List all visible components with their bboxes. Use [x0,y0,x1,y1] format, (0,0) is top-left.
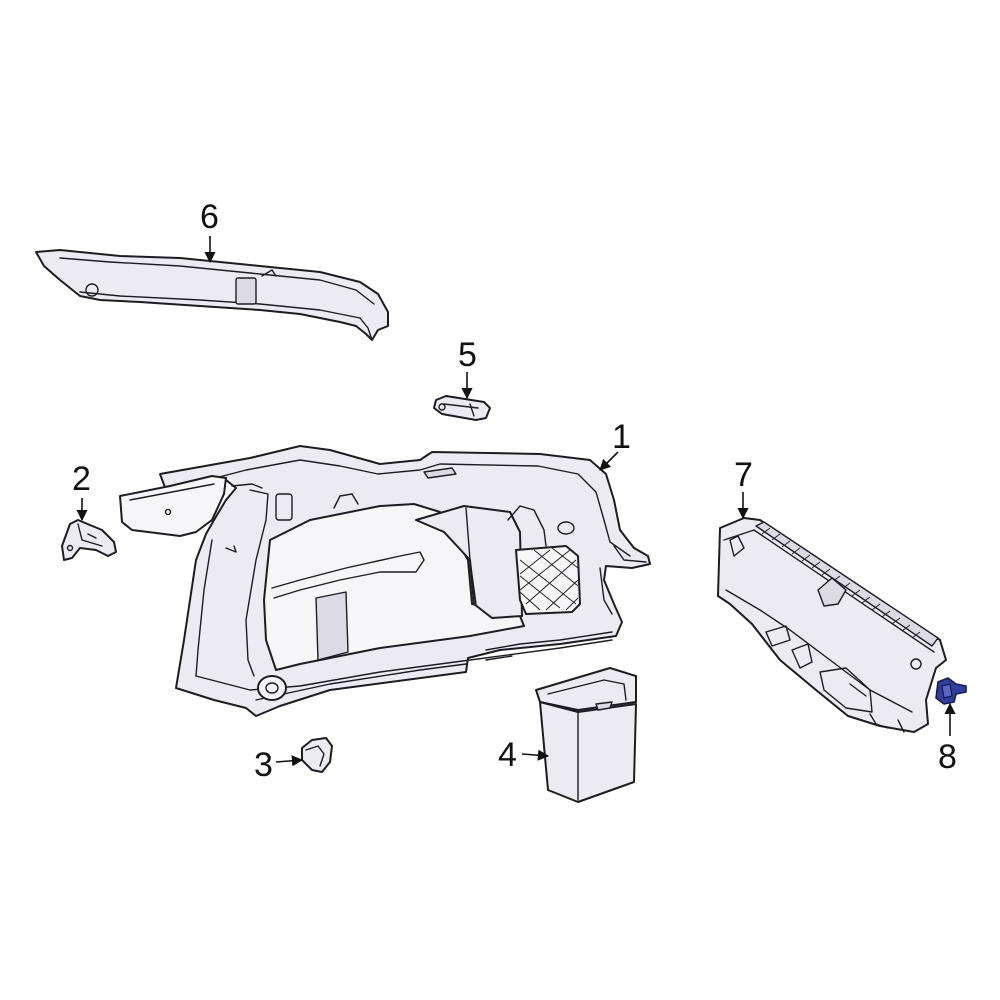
callout-3: 3 [254,746,304,784]
callout-6-label: 6 [200,198,219,236]
part-4-storage-bin[interactable] [535,667,637,803]
callout-2-label: 2 [72,460,91,498]
callout-2: 2 [72,460,91,522]
callout-8-label: 8 [938,738,957,776]
callout-4-label: 4 [498,736,517,774]
part-3-cap[interactable] [301,737,333,773]
callout-1: 1 [599,418,631,471]
callout-7: 7 [734,456,753,520]
part-5-clip[interactable] [433,395,491,421]
callout-7-label: 7 [734,456,753,494]
part-8-clip-highlighted[interactable] [935,677,967,705]
callout-8: 8 [938,702,957,776]
callout-5-label: 5 [458,336,477,374]
callout-1-label: 1 [612,418,631,456]
callout-3-label: 3 [254,746,273,784]
part-7-sill-panel[interactable] [717,517,947,733]
callout-4: 4 [498,736,550,774]
callout-5: 5 [458,336,477,400]
part-6-upper-trim[interactable] [35,249,389,341]
callout-6: 6 [200,198,219,264]
part-2-bracket[interactable] [61,519,117,561]
part-1-quarter-trim-panel[interactable] [119,445,651,717]
